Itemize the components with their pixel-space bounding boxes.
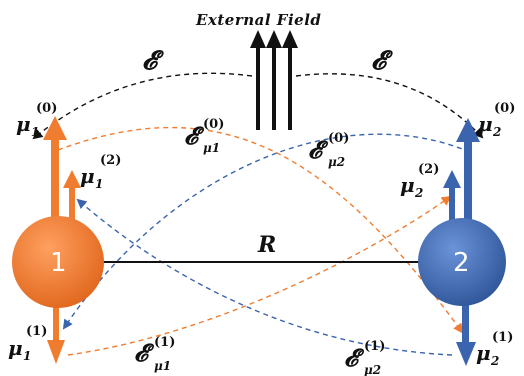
external-field-title: External Field bbox=[195, 11, 321, 29]
dipole-arrows-particle-2 bbox=[443, 118, 480, 366]
particle-1-circle bbox=[12, 216, 104, 308]
svg-text:𝓔: 𝓔 bbox=[344, 343, 365, 372]
svg-text:2: 2 bbox=[492, 125, 501, 139]
svg-text:1: 1 bbox=[23, 349, 31, 363]
svg-text:(2): (2) bbox=[418, 162, 439, 177]
svg-text:μ1: μ1 bbox=[154, 359, 171, 373]
external-field-label-right: 𝓔 bbox=[371, 46, 394, 76]
svg-text:μ: μ bbox=[400, 173, 415, 197]
particle-2-label: 2 bbox=[453, 248, 470, 278]
svg-text:μ2: μ2 bbox=[364, 363, 381, 376]
label-e-mu2-0: 𝓔 μ2 (0) bbox=[308, 131, 349, 169]
svg-text:2: 2 bbox=[414, 186, 423, 200]
svg-text:𝓔: 𝓔 bbox=[184, 121, 205, 150]
label-mu2-0: μ 2 (0) bbox=[478, 101, 515, 139]
external-field-arrows bbox=[250, 30, 298, 130]
svg-text:μ: μ bbox=[476, 341, 491, 365]
field-line-e-mu1-0 bbox=[57, 126, 464, 334]
label-mu1-1: μ 1 (1) bbox=[8, 324, 47, 363]
particle-1-label: 1 bbox=[50, 248, 67, 278]
label-mu2-1: μ 2 (1) bbox=[476, 330, 513, 368]
label-mu2-2: μ 2 (2) bbox=[400, 162, 439, 200]
svg-text:1: 1 bbox=[95, 177, 103, 191]
svg-text:μ: μ bbox=[16, 112, 31, 136]
svg-text:μ1: μ1 bbox=[203, 141, 220, 155]
label-e-mu1-0: 𝓔 μ1 (0) bbox=[184, 117, 224, 155]
svg-text:𝓔: 𝓔 bbox=[134, 338, 155, 367]
external-field-label-left: 𝓔 bbox=[142, 46, 165, 76]
svg-text:(0): (0) bbox=[36, 101, 57, 116]
label-mu1-2: μ 1 (2) bbox=[80, 153, 121, 191]
label-e-mu2-1: 𝓔 μ2 (1) bbox=[344, 339, 385, 376]
external-field-curve-left bbox=[32, 72, 253, 140]
svg-text:(2): (2) bbox=[100, 153, 121, 168]
particle-2-circle bbox=[418, 218, 506, 306]
label-e-mu1-1: 𝓔 μ1 (1) bbox=[134, 335, 175, 373]
dipole-arrows-particle-1 bbox=[43, 116, 81, 364]
field-line-e-mu2-0 bbox=[62, 133, 471, 330]
svg-text:μ: μ bbox=[8, 336, 23, 360]
svg-text:1: 1 bbox=[31, 125, 39, 139]
field-line-e-mu1-1 bbox=[67, 195, 452, 356]
svg-text:μ2: μ2 bbox=[328, 155, 345, 169]
svg-text:(0): (0) bbox=[203, 117, 224, 132]
svg-text:(0): (0) bbox=[494, 101, 515, 116]
svg-text:(1): (1) bbox=[26, 324, 47, 339]
svg-text:(0): (0) bbox=[328, 131, 349, 146]
svg-text:(1): (1) bbox=[492, 330, 513, 345]
external-field-curve-right bbox=[295, 73, 484, 139]
label-mu1-0: μ 1 (0) bbox=[16, 101, 57, 139]
svg-text:μ: μ bbox=[80, 164, 95, 188]
svg-text:μ: μ bbox=[478, 112, 493, 136]
svg-text:(1): (1) bbox=[154, 335, 175, 350]
svg-text:2: 2 bbox=[490, 354, 499, 368]
field-line-e-mu2-1 bbox=[76, 198, 453, 356]
svg-text:(1): (1) bbox=[364, 339, 385, 354]
bond-label: R bbox=[257, 232, 276, 258]
